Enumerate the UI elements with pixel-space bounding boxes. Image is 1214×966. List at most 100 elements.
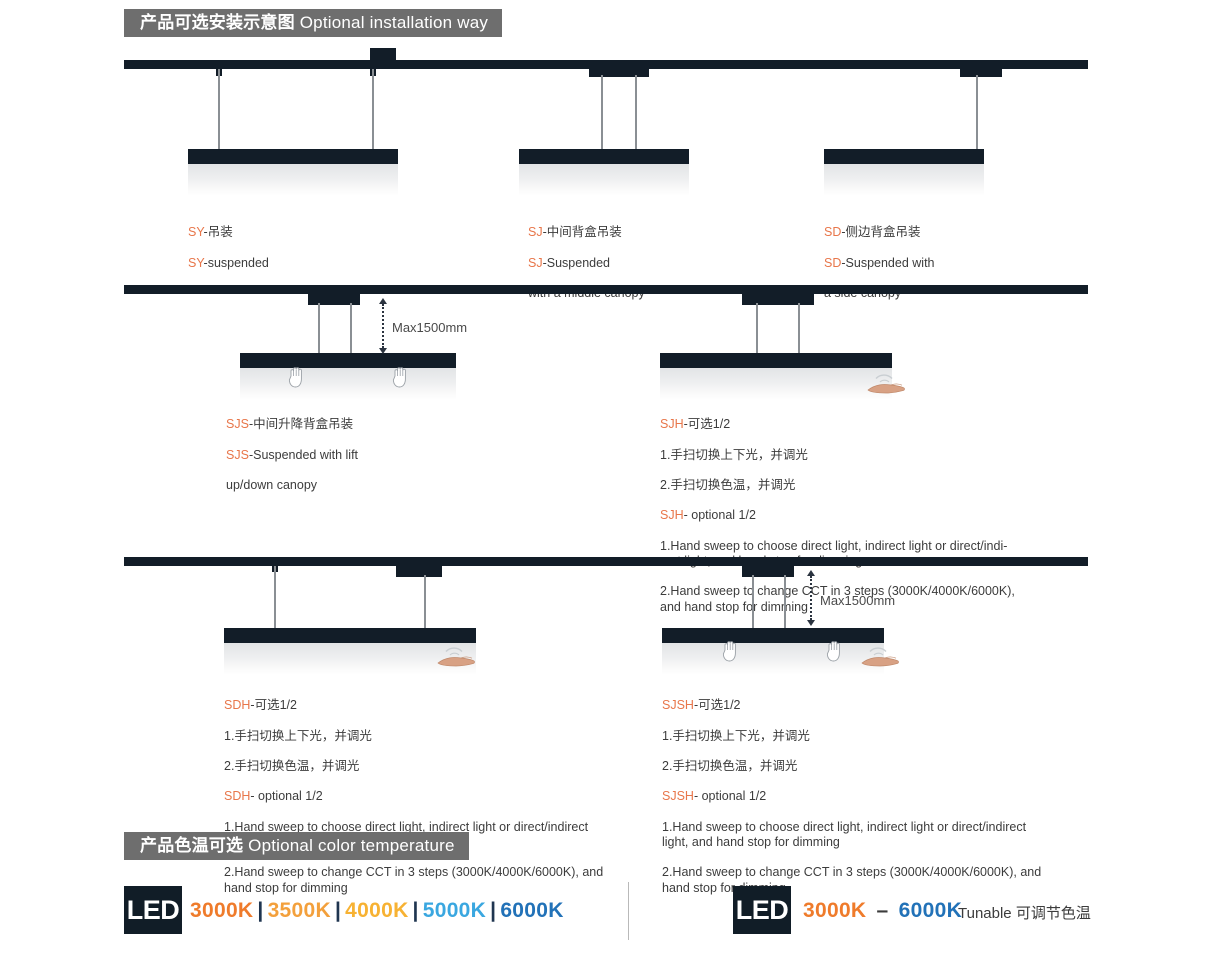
caption-sjsh-cn-2: 2.手扫切换色温，并调光 [662, 759, 798, 774]
caption-sjh-code: SJH [660, 417, 684, 432]
caption-sjh: SJH-可选1/2 1.手扫切换上下光，并调光 2.手扫切换色温，并调光 SJH… [660, 402, 1015, 615]
caption-sy-code: SY [188, 225, 204, 240]
dimension-arrow-down [379, 348, 387, 354]
canopy-sd [960, 65, 1002, 77]
hand-palm-icon-sjs-right [392, 367, 406, 388]
caption-sd-code: SD [824, 225, 842, 240]
light-cone-sdh [224, 643, 476, 675]
cct-tunable-range: 3000K – 6000K [803, 899, 962, 923]
cct-tunable-to: 6000K [898, 899, 963, 922]
canopy-sjs [308, 294, 360, 305]
dimension-label-sjs: Max1500mm [392, 320, 468, 335]
caption-sjh-cn-1: 1.手扫切换上下光，并调光 [660, 447, 808, 462]
light-cone-sjs [240, 368, 456, 400]
caption-sj-en: -Suspended [542, 255, 611, 270]
dimension-dots [382, 304, 384, 348]
cct-step-4000k: 4000K [345, 899, 409, 922]
dimension-arrow-up-sjsh [807, 570, 815, 576]
cct-section-divider [628, 882, 629, 940]
caption-sdh: SDH-可选1/2 1.手扫切换上下光，并调光 2.手扫切换色温，并调光 SDH… [224, 683, 603, 896]
caption-sjh-en-title: - optional 1/2 [683, 508, 756, 523]
light-cone-sy [188, 164, 398, 196]
fixture-sd [824, 149, 984, 164]
caption-sdh-en-code: SDH [224, 789, 251, 804]
caption-sjs: SJS-中间升降背盒吊装 SJS-Suspended with lift up/… [226, 402, 358, 493]
canopy-sy [370, 48, 396, 61]
caption-sd-en-code: SD [824, 255, 842, 270]
caption-sjsh-cn-title: -可选1/2 [693, 698, 741, 713]
caption-sy-en-code: SY [188, 255, 204, 270]
dimension-arrow-up [379, 298, 387, 304]
caption-sjsh-code: SJSH [662, 698, 694, 713]
caption-sd-en: -Suspended with [841, 255, 935, 270]
fixture-sdh [224, 628, 476, 643]
section-header-cct-en: Optional color temperature [248, 836, 455, 855]
led-badge-tunable: LED [733, 886, 791, 934]
caption-sjs-en: -Suspended with lift [248, 447, 359, 462]
section-header-installation-en: Optional installation way [299, 13, 489, 32]
ceiling-bar-row2 [124, 285, 1088, 294]
hand-palm-icon-sjsh-left [722, 641, 736, 662]
cable-sdh-left [274, 566, 276, 628]
fixture-sy [188, 149, 398, 164]
caption-sjh-cn-title: -可选1/2 [683, 417, 731, 432]
dimension-dots-sjsh [810, 576, 812, 620]
caption-sjs-code: SJS [226, 417, 249, 432]
cct-tunable-from: 3000K [803, 899, 867, 922]
caption-sy-en: -suspended [203, 255, 269, 270]
cct-separator: | [257, 899, 264, 922]
cable-sj-right [635, 75, 637, 149]
caption-sjsh: SJSH-可选1/2 1.手扫切换上下光，并调光 2.手扫切换色温，并调光 SJ… [662, 683, 1041, 896]
cct-tunable-label: Tunable 可调节色温 [958, 905, 1091, 922]
caption-sjh-en-2: 2.Hand sweep to change CCT in 3 steps (3… [660, 584, 1015, 614]
caption-sy-cn: -吊装 [203, 225, 233, 240]
hand-palm-icon-sjs-left [288, 367, 302, 388]
section-header-cct-cn: 产品色温可选 [140, 836, 244, 855]
cct-step-3000k: 3000K [190, 899, 254, 922]
caption-sy: SY-吊装 SY-suspended [188, 210, 269, 271]
cable-sjh-left [756, 303, 758, 353]
caption-sjs-en2: up/down canopy [226, 478, 318, 493]
caption-sjs-cn: -中间升降背盒吊装 [248, 417, 354, 432]
cable-sj-left [601, 75, 603, 149]
caption-sj-code: SJ [528, 225, 543, 240]
hand-sweep-icon-sjh [867, 374, 905, 394]
canopy-sjh [742, 294, 814, 305]
light-cone-sj [519, 164, 689, 196]
section-header-installation-cn: 产品可选安装示意图 [140, 13, 295, 32]
fixture-sjh [660, 353, 892, 368]
cable-sy-left [218, 69, 220, 149]
caption-sdh-cn-2: 2.手扫切换色温，并调光 [224, 759, 360, 774]
caption-sd-cn: -侧边背盒吊装 [841, 225, 921, 240]
caption-sjsh-en-2: 2.Hand sweep to change CCT in 3 steps (3… [662, 865, 1042, 895]
light-cone-sjh [660, 368, 892, 400]
canopy-sdh [396, 566, 442, 577]
fixture-sj [519, 149, 689, 164]
led-badge-fixed: LED [124, 886, 182, 934]
ceiling-bar-row3 [124, 557, 1088, 566]
caption-sjsh-en-code: SJSH [662, 789, 694, 804]
cable-sd [976, 75, 978, 149]
cct-step-5000k: 5000K [422, 899, 487, 922]
caption-sjh-cn-2: 2.手扫切换色温，并调光 [660, 478, 796, 493]
dimension-arrow-down-sjsh [807, 620, 815, 626]
canopy-sjsh [742, 566, 794, 577]
fixture-sjs [240, 353, 456, 368]
caption-sjsh-en-title: - optional 1/2 [693, 789, 767, 804]
hand-sweep-icon-sjsh [861, 647, 899, 667]
caption-sdh-en-title: - optional 1/2 [250, 789, 323, 804]
light-cone-sjsh [662, 643, 884, 675]
fixture-sjsh [662, 628, 884, 643]
ceiling-bar-row1 [124, 60, 1088, 69]
caption-sjsh-en-1: 1.Hand sweep to choose direct light, ind… [662, 819, 1027, 850]
cct-separator: | [412, 899, 419, 922]
cct-separator: | [334, 899, 342, 922]
cable-sdh-right [424, 575, 426, 628]
caption-sdh-en-2: 2.Hand sweep to change CCT in 3 steps (3… [224, 865, 604, 895]
dimension-line-sjs [378, 298, 388, 354]
caption-sdh-cn-1: 1.手扫切换上下光，并调光 [224, 728, 372, 743]
dimension-label-sjsh: Max1500mm [820, 593, 896, 608]
caption-sjh-en-code: SJH [660, 508, 684, 523]
dimension-line-sjsh [806, 570, 816, 626]
caption-sj-cn: -中间背盒吊装 [542, 225, 622, 240]
